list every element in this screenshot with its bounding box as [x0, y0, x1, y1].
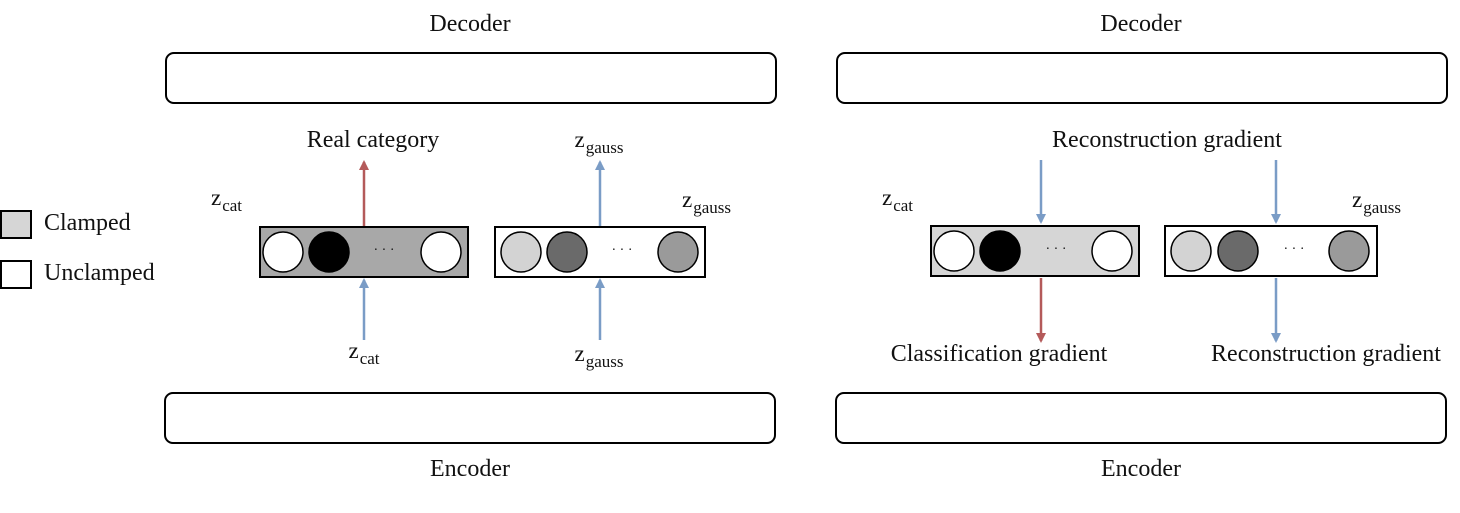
- left-real-category-label: Real category: [306, 127, 440, 153]
- left-cat-unit-2: [308, 231, 350, 273]
- left-cat-unit-1: [262, 231, 304, 273]
- right-decoder-box: [836, 52, 1448, 104]
- legend-unclamped-swatch: [0, 260, 32, 289]
- left-decoder-box: [165, 52, 777, 104]
- right-encoder-label: Encoder: [1101, 456, 1181, 482]
- right-cat-unit-1: [933, 230, 975, 272]
- left-cat-ellipsis: · · ·: [373, 243, 395, 258]
- left-bottom-gauss-label: zgauss: [574, 341, 624, 371]
- left-side-gauss-label: zgauss: [682, 187, 731, 217]
- right-cat-ellipsis: · · ·: [1045, 242, 1067, 257]
- left-gauss-unit-1: [500, 231, 542, 273]
- right-classification-gradient-label: Classification gradient: [890, 341, 1108, 367]
- left-side-cat-label: zcat: [211, 185, 243, 215]
- left-encoder-label: Encoder: [430, 456, 510, 482]
- left-gauss-unit-2: [546, 231, 588, 273]
- right-encoder-box: [835, 392, 1447, 444]
- right-bottom-reconstruction-label: Reconstruction gradient: [1211, 341, 1441, 367]
- left-decoder-label: Decoder: [429, 11, 511, 37]
- right-cat-unit-2: [979, 230, 1021, 272]
- right-gauss-ellipsis: · · ·: [1283, 242, 1305, 257]
- left-cat-unit-n: [420, 231, 462, 273]
- right-side-cat-label: zcat: [882, 185, 914, 215]
- legend-clamped-label: Clamped: [44, 210, 131, 236]
- left-top-gauss-label: zgauss: [574, 127, 624, 157]
- right-side-gauss-label: zgauss: [1352, 187, 1401, 217]
- right-gauss-unit-2: [1217, 230, 1259, 272]
- right-decoder-label: Decoder: [1100, 11, 1182, 37]
- right-cat-unit-n: [1091, 230, 1133, 272]
- left-gauss-unit-n: [657, 231, 699, 273]
- right-top-reconstruction-label: Reconstruction gradient: [1052, 127, 1282, 153]
- left-gauss-ellipsis: · · ·: [611, 243, 633, 258]
- left-encoder-box: [164, 392, 776, 444]
- right-gauss-unit-1: [1170, 230, 1212, 272]
- legend-clamped-swatch: [0, 210, 32, 239]
- right-gauss-unit-n: [1328, 230, 1370, 272]
- legend-unclamped-label: Unclamped: [44, 260, 155, 286]
- left-bottom-cat-label: zcat: [348, 338, 380, 368]
